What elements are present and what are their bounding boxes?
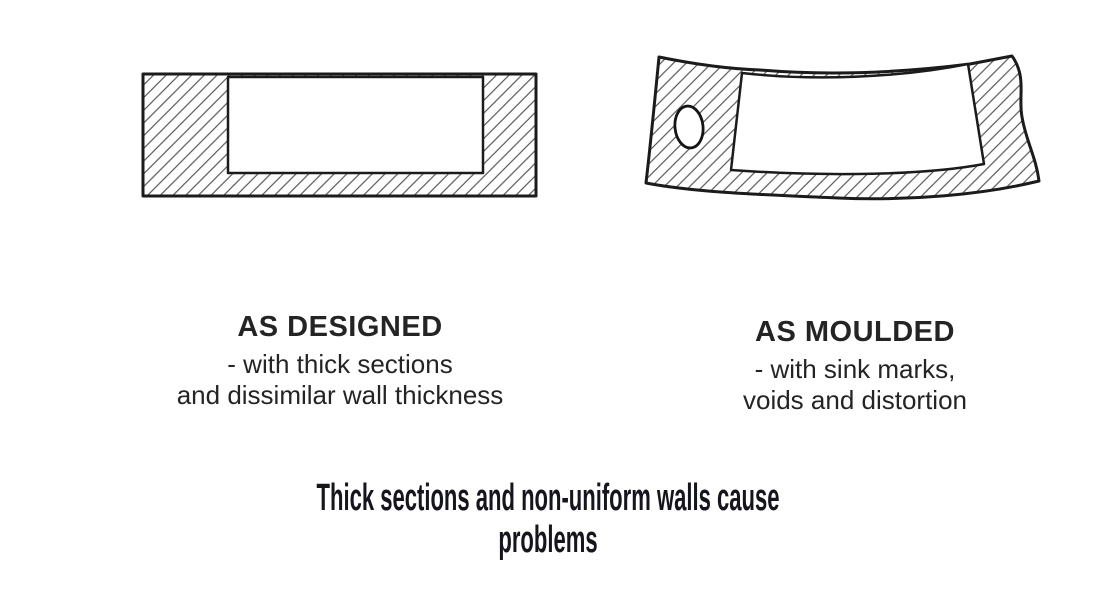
caption-line2: problems [498,519,598,561]
as-designed-title: AS DESIGNED [237,311,443,343]
as-moulded-label-block: AS MOULDED - with sink marks, voids and … [655,315,1055,416]
designed-cavity [226,75,485,175]
as-moulded-title: AS MOULDED [755,316,955,348]
void-ellipse [673,104,705,150]
as-designed-line2: and dissimilar wall thickness [176,380,504,410]
as-designed-figure [141,72,538,198]
as-designed-line1: - with thick sections [227,349,453,379]
as-moulded-line2: voids and distortion [742,385,968,415]
as-moulded-figure [644,54,1041,201]
caption-block: Thick sections and non-uniform walls cau… [0,477,1096,561]
as-moulded-line1: - with sink marks, [754,354,956,384]
moulded-cavity [729,62,986,176]
caption-line1: Thick sections and non-uniform walls cau… [316,477,780,519]
as-designed-label-block: AS DESIGNED - with thick sections and di… [138,310,542,411]
